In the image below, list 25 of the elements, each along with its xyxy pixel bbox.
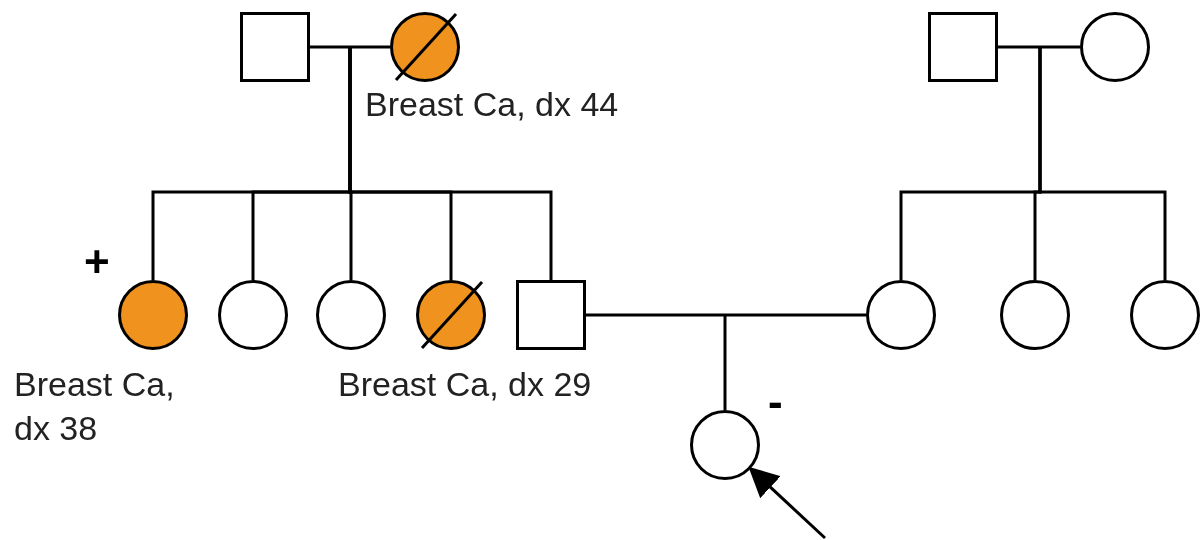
female-circle [316,280,386,350]
test-result-sign: - [768,380,783,424]
pedigree-line [998,45,1080,49]
female-circle [1000,280,1070,350]
female-circle [1080,12,1150,82]
female-circle [1130,280,1200,350]
diagnosis-note: Breast Ca, dx 38 [14,364,176,449]
test-result-sign: + [84,240,110,284]
pedigree-line [310,45,390,49]
female-circle [690,410,760,480]
affected-deceased-female-circle [416,280,486,350]
affected-deceased-female-circle [390,12,460,82]
pedigree-line [586,313,866,317]
male-square [240,12,310,82]
male-square [928,12,998,82]
proband-arrow [748,466,826,540]
diagnosis-note: Breast Ca, dx 29 [338,364,592,405]
pedigree-line [1038,47,1167,280]
pedigree-line [723,315,727,410]
pedigree-line [348,47,553,280]
diagnosis-note: Breast Ca, dx 44 [365,84,619,125]
female-circle [866,280,936,350]
female-circle [218,280,288,350]
male-square [516,280,586,350]
affected-female-circle [118,280,188,350]
